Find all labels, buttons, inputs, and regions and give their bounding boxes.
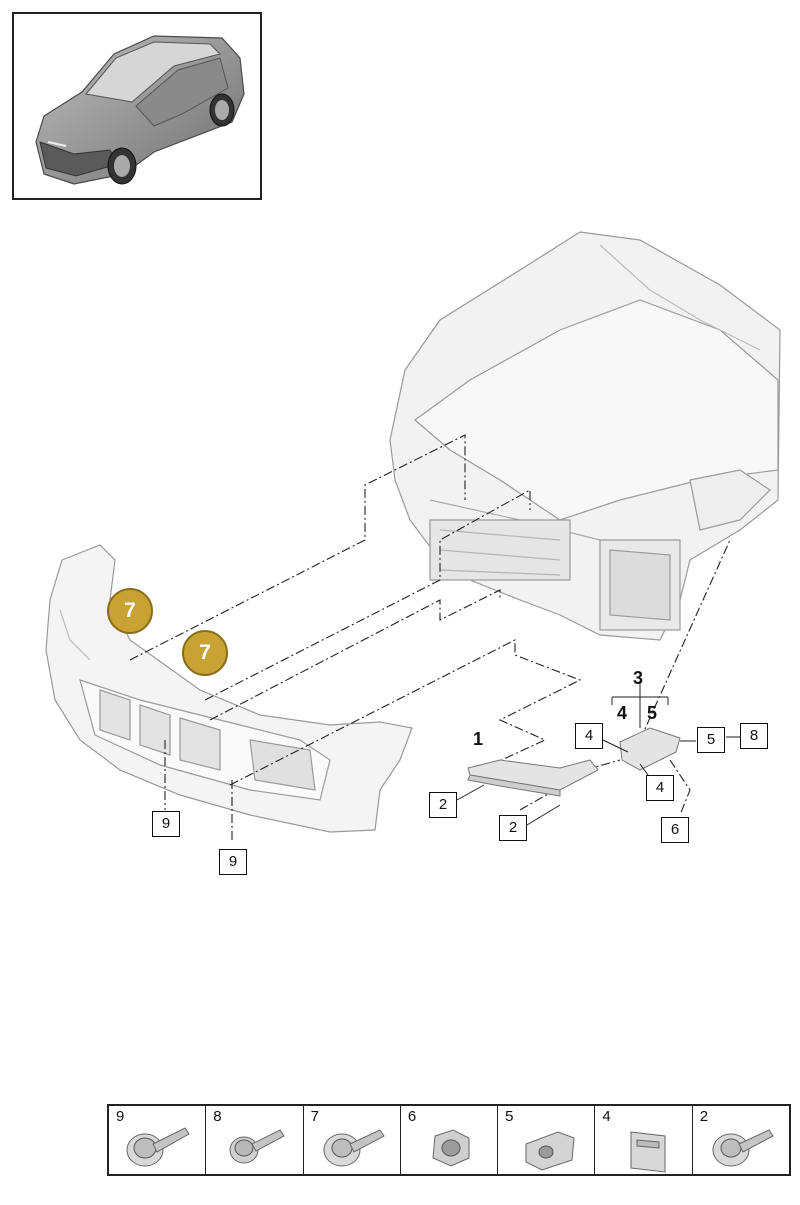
part-label-4[interactable]: 4 <box>617 703 628 723</box>
parts-cell-number: 9 <box>116 1108 125 1125</box>
bracket-part-1 <box>467 759 599 797</box>
callout-2-left[interactable]: 2 <box>429 792 457 818</box>
bracket-part-3 <box>619 727 681 771</box>
part-label-5[interactable]: 5 <box>647 703 658 723</box>
callout-lines <box>456 683 740 826</box>
highlight-badge-7-upper[interactable]: 7 <box>107 588 153 634</box>
parts-cell-number: 4 <box>602 1108 611 1125</box>
parts-cell-7[interactable]: 7 <box>304 1106 401 1174</box>
screw-with-washer-icon <box>712 1129 774 1167</box>
parts-cell-number: 6 <box>407 1108 417 1125</box>
parts-cell-8[interactable]: 8 <box>206 1106 304 1174</box>
parts-cell-6[interactable]: 6 <box>401 1106 499 1174</box>
vehicle-front-structure <box>389 231 781 641</box>
parts-cell-number: 5 <box>505 1108 514 1125</box>
vehicle-thumbnail-image <box>35 35 245 185</box>
callout-9-left[interactable]: 9 <box>152 811 180 837</box>
callout-6[interactable]: 6 <box>661 817 689 843</box>
parts-cell-2[interactable]: 2 <box>693 1106 789 1174</box>
parts-cell-number: 2 <box>699 1108 709 1125</box>
screw-with-washer-icon <box>126 1127 190 1167</box>
fastener-parts-table: 9 8 7 6 5 <box>107 1104 791 1176</box>
vehicle-thumbnail <box>12 12 262 200</box>
callout-2-right[interactable]: 2 <box>499 815 527 841</box>
part-label-1[interactable]: 1 <box>473 729 484 749</box>
screw-with-washer-icon <box>323 1129 385 1167</box>
exploded-view-diagram <box>45 231 781 840</box>
parts-cell-number: 7 <box>310 1108 319 1125</box>
parts-cell-9[interactable]: 9 <box>109 1106 207 1174</box>
spring-clip-icon <box>630 1131 666 1173</box>
hex-nut-icon <box>432 1129 470 1167</box>
parts-cell-5[interactable]: 5 <box>498 1106 596 1174</box>
highlight-badge-7-lower[interactable]: 7 <box>182 630 228 676</box>
parts-cell-number: 8 <box>213 1108 222 1125</box>
clip-nut-icon <box>525 1131 575 1171</box>
parts-cell-4[interactable]: 4 <box>595 1106 693 1174</box>
callout-9-right[interactable]: 9 <box>219 849 247 875</box>
screw-icon <box>229 1129 286 1164</box>
callout-4-left[interactable]: 4 <box>575 723 603 749</box>
callout-4-lower[interactable]: 4 <box>646 775 674 801</box>
front-bumper-cover <box>45 544 413 833</box>
callout-8[interactable]: 8 <box>740 723 768 749</box>
callout-5[interactable]: 5 <box>697 727 725 753</box>
part-label-3[interactable]: 3 <box>633 668 644 688</box>
